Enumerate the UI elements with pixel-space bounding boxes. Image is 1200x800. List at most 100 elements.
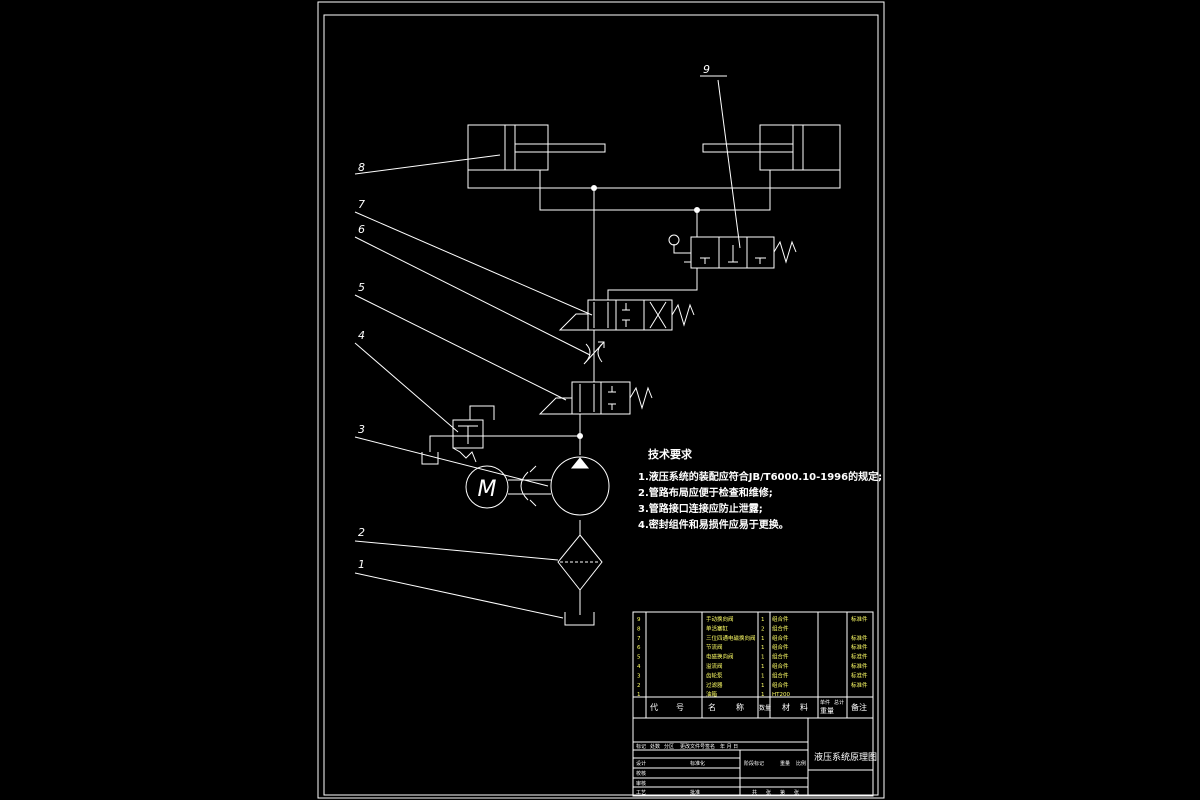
- callout-4: 4: [358, 329, 365, 342]
- parts-cell: 1: [761, 617, 765, 623]
- change-label-1: 标记: [636, 743, 646, 750]
- manual-directional-valve: [668, 234, 797, 269]
- parts-cell: 标准件: [851, 681, 868, 689]
- hdr-mat-2: 料: [800, 702, 808, 712]
- parts-cell: 2: [761, 626, 765, 632]
- sheet-inner-border: [323, 14, 879, 796]
- change-label-4: 更改文件号: [680, 743, 705, 750]
- parts-cell: 单活塞缸: [706, 624, 729, 632]
- stage-label: 阶段标记: [744, 760, 764, 767]
- hdr-qty: 数量: [759, 704, 771, 712]
- callout-7: 7: [358, 198, 365, 211]
- parts-cell: 组合件: [772, 634, 789, 642]
- parts-table-header: 代 号 名 称 数量 材 料 单件 总计 重量 备注: [650, 699, 867, 715]
- parts-cell: 齿轮泵: [706, 671, 723, 679]
- sheet-3: 第: [780, 789, 785, 796]
- parts-cell: 三位四通电磁换向阀: [706, 634, 756, 642]
- technical-notes: 技术要求 1.液压系统的装配应符合JB/T6000.10-1996的规定; 2.…: [638, 447, 882, 531]
- parts-cell: 8: [637, 626, 641, 632]
- sheet-4: 张: [794, 789, 799, 796]
- approve-label: 批准: [690, 789, 700, 796]
- parts-cell: 1: [761, 655, 765, 661]
- parts-cell: 标准件: [851, 615, 868, 623]
- relief-valve: [421, 405, 495, 465]
- parts-cell: 1: [761, 692, 765, 698]
- std-label: 标准化: [690, 760, 705, 767]
- parts-cell: 6: [637, 645, 641, 651]
- callout-6: 6: [358, 223, 365, 236]
- hdr-remark: 备注: [851, 702, 867, 712]
- parts-cell: 标准件: [851, 634, 868, 642]
- leader-lines: [354, 75, 741, 619]
- drawing-title: 液压系统原理图: [814, 751, 877, 763]
- parts-cell: 标准件: [851, 643, 868, 651]
- parts-cell: 7: [637, 636, 641, 642]
- junction-dots: [577, 185, 700, 439]
- motor-label: M: [478, 477, 497, 502]
- note-line-1: 1.液压系统的装配应符合JB/T6000.10-1996的规定;: [638, 470, 882, 483]
- hdr-unit: 单件: [820, 699, 830, 706]
- parts-cell: 油箱: [706, 690, 718, 698]
- parts-cell: 4: [637, 664, 641, 670]
- callout-9: 9: [703, 63, 710, 76]
- row-process: 工艺: [636, 790, 646, 796]
- parts-cell: 溢流阀: [706, 662, 723, 670]
- parts-cell: 电磁换向阀: [706, 653, 734, 661]
- row-review: 审核: [636, 780, 646, 787]
- sheet-2: 张: [766, 789, 771, 796]
- change-label-5: 签名: [705, 743, 715, 750]
- callout-labels: 1 2 3 4 5 6 7 8 9: [358, 63, 710, 571]
- callout-2: 2: [358, 526, 365, 539]
- filter: [557, 534, 603, 591]
- note-line-3: 3.管路接口连接应防止泄露;: [638, 502, 763, 515]
- parts-cell: 1: [761, 683, 765, 689]
- parts-cell: 1: [761, 645, 765, 651]
- notes-heading: 技术要求: [648, 447, 693, 461]
- callout-5: 5: [358, 281, 365, 294]
- parts-cell: 标准件: [851, 653, 868, 661]
- note-line-2: 2.管路布局应便于检查和维修;: [638, 486, 773, 499]
- parts-cell: 标准件: [851, 671, 868, 679]
- cylinder-left: [467, 124, 606, 171]
- sheet-outer-border: [317, 1, 885, 799]
- oil-tank: [564, 612, 595, 626]
- callout-8: 8: [358, 161, 365, 174]
- hdr-name-1: 名: [708, 702, 716, 712]
- callout-3: 3: [358, 423, 365, 436]
- parts-cell: 5: [637, 655, 641, 661]
- throttle-valve: [583, 341, 605, 365]
- row-design: 设计: [636, 760, 646, 767]
- sheet-1: 共: [752, 789, 757, 796]
- motor-pump-unit: [465, 456, 610, 516]
- parts-cell: 1: [637, 692, 641, 698]
- parts-cell: 过滤器: [706, 681, 723, 689]
- parts-cell: HT200: [772, 692, 790, 698]
- change-label-3: 分区: [664, 743, 674, 750]
- hdr-total: 总计: [834, 699, 844, 706]
- parts-cell: 手动换向阀: [706, 615, 734, 623]
- parts-cell: 组合件: [772, 653, 789, 661]
- parts-cell: 1: [761, 673, 765, 679]
- parts-table-grid: [632, 611, 874, 797]
- change-label-6: 年 月 日: [720, 743, 738, 750]
- parts-cell: 2: [637, 683, 641, 689]
- stage-weight: 重量: [780, 760, 790, 767]
- parts-cell: 1: [761, 636, 765, 642]
- hdr-code-2: 号: [676, 703, 684, 712]
- parts-cell: 组合件: [772, 615, 789, 623]
- hdr-code-1: 代: [650, 702, 658, 712]
- hdr-mat-1: 材: [782, 702, 790, 712]
- title-block: 液压系统原理图 标记 处数 分区 更改文件号 签名 年 月 日 设计 校核 审核…: [636, 743, 877, 796]
- change-label-2: 处数: [650, 743, 660, 750]
- pipe-network: [429, 170, 841, 615]
- parts-cell: 组合件: [772, 671, 789, 679]
- parts-cell: 9: [637, 617, 641, 623]
- parts-cell: 组合件: [772, 643, 789, 651]
- parts-cell: 3: [637, 673, 641, 679]
- callout-1: 1: [358, 558, 365, 571]
- parts-cell: 1: [761, 664, 765, 670]
- parts-cell: 节流阀: [706, 643, 723, 651]
- hdr-weight: 重量: [820, 707, 834, 715]
